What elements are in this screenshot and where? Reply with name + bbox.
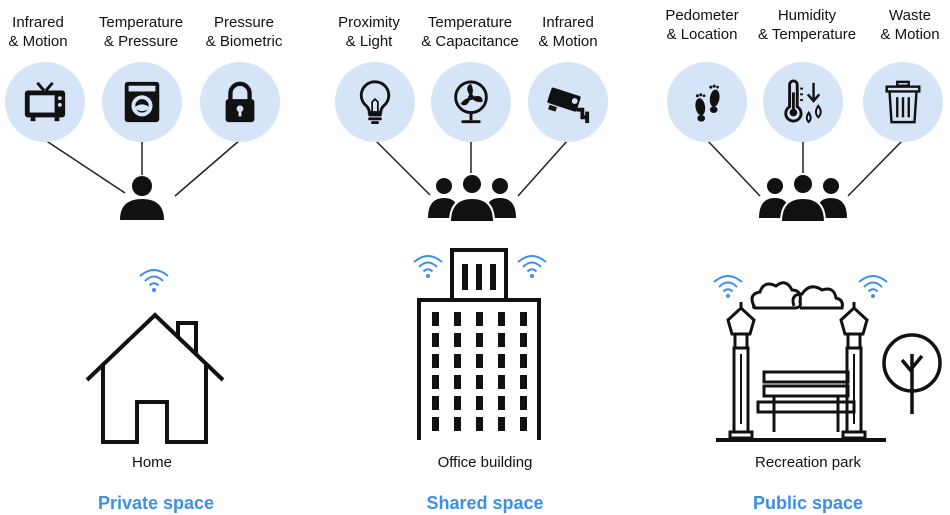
building-window [520, 333, 527, 347]
building-window [454, 396, 461, 410]
sensor-circle [335, 62, 415, 142]
building-window [520, 396, 527, 410]
wifi-icon [858, 275, 888, 298]
footprints-icon [695, 84, 720, 122]
single-person-icon [120, 176, 164, 220]
building-window [520, 354, 527, 368]
connector-line [374, 139, 431, 196]
building-window [520, 312, 527, 326]
wifi-icon [139, 269, 169, 292]
sensor-label: Waste& Motion [880, 7, 940, 43]
building-window [498, 375, 505, 389]
building-window [454, 354, 461, 368]
sensor-circle [431, 62, 511, 142]
sensor-circle [102, 62, 182, 142]
building-window [498, 333, 505, 347]
connector-line [174, 139, 241, 197]
building-window [454, 375, 461, 389]
building-window [454, 312, 461, 326]
building-window [476, 375, 483, 389]
building-window [432, 396, 439, 410]
building-window [498, 417, 505, 431]
building-window [454, 417, 461, 431]
sensor-label: Infrared& Motion [8, 14, 68, 50]
building-window [476, 396, 483, 410]
tv-icon [24, 81, 66, 122]
park-bench-icon [716, 281, 942, 442]
building-window [432, 375, 439, 389]
building-window [476, 333, 483, 347]
wifi-icon [713, 275, 743, 298]
group-of-people-icon [759, 173, 847, 223]
place-label: Home [131, 454, 173, 471]
building-window [454, 333, 461, 347]
sensor-circle [667, 62, 747, 142]
sensor-label: Humidity& Temperature [757, 7, 857, 43]
light-bulb-icon [359, 80, 391, 125]
building-window [476, 354, 483, 368]
connector-line [44, 139, 126, 194]
sensor-circle [763, 62, 843, 142]
space-label: Shared space [426, 493, 544, 513]
trash-bin-icon [885, 80, 921, 124]
building-window [476, 417, 483, 431]
office-building-icon [417, 248, 541, 440]
group-of-people-icon [428, 173, 516, 223]
sensor-label: Pressure& Biometric [205, 14, 283, 50]
building-window [498, 396, 505, 410]
building-window [498, 354, 505, 368]
sensor-label: Temperature& Pressure [98, 14, 184, 50]
wifi-icon [517, 255, 547, 278]
building-window [520, 417, 527, 431]
sensor-circle [5, 62, 85, 142]
sensor-circle [863, 62, 943, 142]
building-window [432, 354, 439, 368]
sensor-label: Pedometer& Location [665, 7, 739, 43]
building-window [520, 375, 527, 389]
house-icon [85, 312, 225, 444]
security-camera-icon [547, 87, 590, 124]
sensor-circle [200, 62, 280, 142]
wifi-icon [413, 255, 443, 278]
cloud-icon [750, 281, 844, 310]
building-window [432, 333, 439, 347]
space-label: Public space [752, 493, 864, 513]
sensor-label: Temperature& Capacitance [421, 14, 519, 50]
sensor-circle [528, 62, 608, 142]
padlock-icon [225, 81, 255, 123]
place-label: Office building [437, 454, 533, 471]
building-window [498, 312, 505, 326]
connector-line [847, 139, 904, 197]
place-label: Recreation park [755, 454, 861, 471]
fan-icon [454, 80, 488, 124]
connector-line [517, 139, 569, 197]
connector-line [706, 139, 761, 197]
space-label: Private space [97, 493, 215, 513]
sensor-label: Infrared& Motion [538, 14, 598, 50]
thermometer-droplets-icon [784, 79, 822, 124]
building-window [432, 312, 439, 326]
building-window [432, 417, 439, 431]
sensor-label: Proximity& Light [338, 14, 400, 50]
building-window [476, 312, 483, 326]
washing-machine-icon [124, 81, 160, 123]
